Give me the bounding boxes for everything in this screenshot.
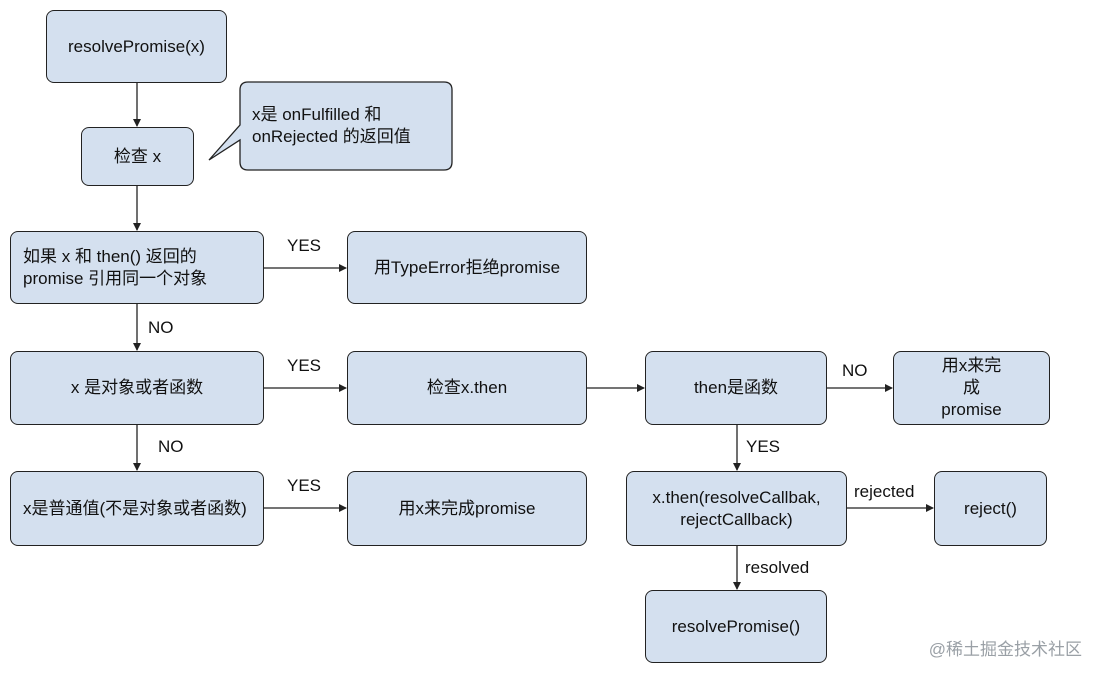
- node-fulfill-with-x-2: 用x来完成promise: [347, 471, 587, 546]
- watermark: @稀土掘金技术社区: [928, 640, 1082, 659]
- node-call-then: x.then(resolveCallbak, rejectCallback): [626, 471, 847, 546]
- callout-bubble: [208, 81, 453, 171]
- edge-label-rejected: rejected: [854, 482, 915, 501]
- edge-label-same-ref-yes: YES: [287, 236, 322, 255]
- node-check-x: 检查 x: [81, 127, 194, 186]
- edge-label-then-fn-yes: YES: [746, 437, 781, 456]
- node-plain-value: x是普通值(不是对象或者函数): [10, 471, 264, 546]
- node-reject-call: reject(): [934, 471, 1047, 546]
- edge-label-resolved: resolved: [745, 558, 810, 577]
- node-same-reference-check: 如果 x 和 then() 返回的 promise 引用同一个对象: [10, 231, 264, 304]
- edge-label-object-no: NO: [158, 437, 184, 456]
- node-then-is-function: then是函数: [645, 351, 827, 425]
- edge-label-then-fn-no: NO: [842, 361, 868, 380]
- edge-label-plain-yes: YES: [287, 476, 322, 495]
- node-reject-typeerror: 用TypeError拒绝promise: [347, 231, 587, 304]
- node-resolve-promise-x: resolvePromise(x): [46, 10, 227, 83]
- edge-label-object-yes: YES: [287, 356, 322, 375]
- edge-label-same-ref-no: NO: [148, 318, 174, 337]
- node-resolve-promise-call: resolvePromise(): [645, 590, 827, 663]
- callout-note: x是 onFulfilled 和 onRejected 的返回值: [252, 105, 411, 146]
- node-check-x-then: 检查x.then: [347, 351, 587, 425]
- node-fulfill-with-x-1: 用x来完成 promise: [893, 351, 1050, 425]
- node-is-object-or-function: x 是对象或者函数: [10, 351, 264, 425]
